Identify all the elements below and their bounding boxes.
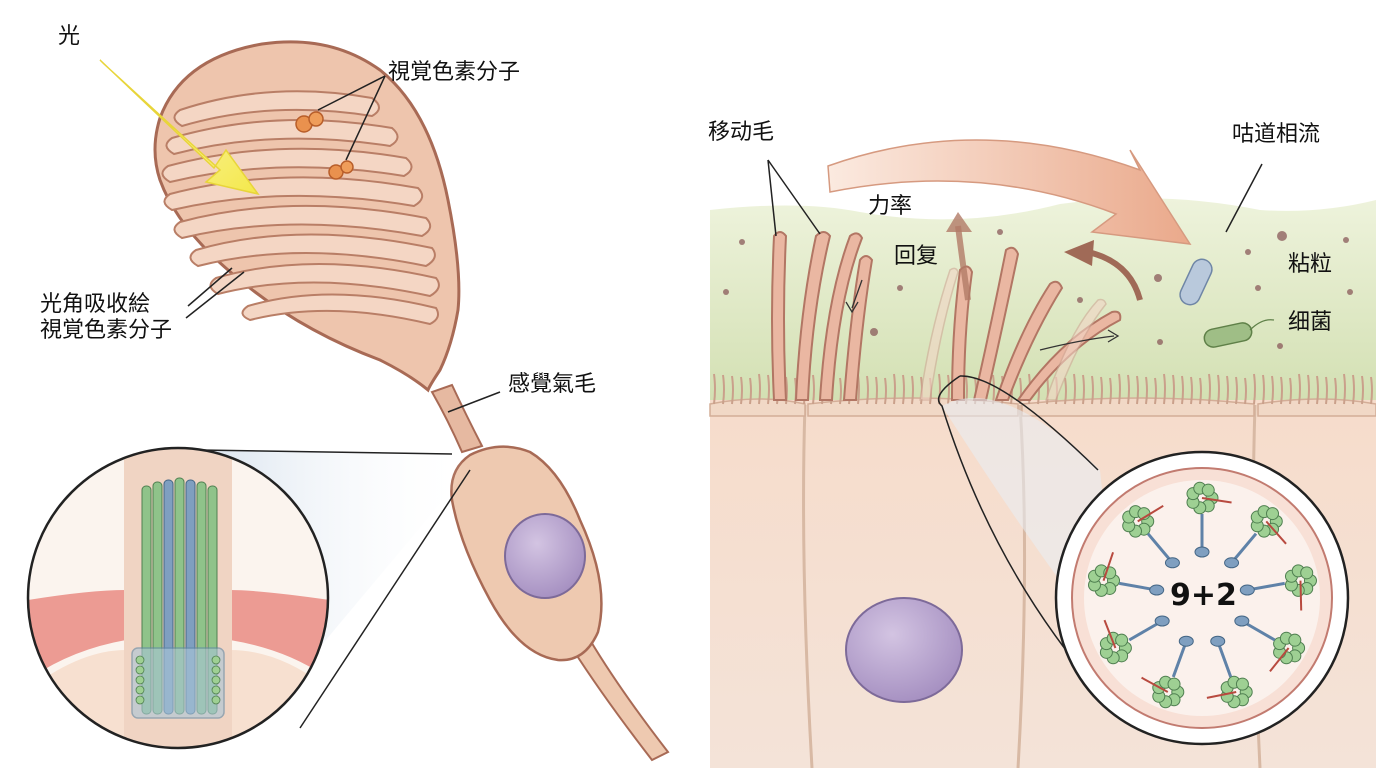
leader-lines-right xyxy=(767,159,1263,237)
bacterium xyxy=(1179,258,1213,306)
bacteria-label: 细菌 xyxy=(1288,310,1333,335)
photoreceptor-cell xyxy=(153,40,670,762)
motile-cilia-label: 移动毛 xyxy=(708,120,775,145)
leader-lines-left xyxy=(185,75,501,413)
mucus-particles xyxy=(723,229,1353,349)
cilium-zoom-circle xyxy=(26,446,330,750)
radial-spokes xyxy=(1119,514,1285,678)
power-stroke-label: 力率 xyxy=(868,194,913,219)
light-label: 光 xyxy=(58,24,81,49)
axoneme-label: 9+2 xyxy=(1170,578,1237,613)
visual-pigment-label: 視覚色素分子 xyxy=(388,60,521,85)
microtubule-doublets xyxy=(1088,481,1317,709)
axoneme-cross-section xyxy=(1054,450,1350,746)
disc-pigment-label: 光角吸收絵 視覚色素分子 xyxy=(40,292,173,344)
bacterium xyxy=(1203,319,1275,348)
motile-cilia xyxy=(771,231,1122,401)
particles-label: 粘粒 xyxy=(1288,252,1333,277)
light-arrow xyxy=(99,59,260,196)
nucleus xyxy=(504,513,586,599)
pigment-molecule xyxy=(328,160,354,180)
mucus-flow-arrow xyxy=(827,139,1192,245)
pigment-molecule xyxy=(295,111,324,133)
nucleus xyxy=(845,597,963,703)
recovery-stroke-label: 回复 xyxy=(894,244,939,269)
mucus-flow-label: 咕道相流 xyxy=(1232,122,1321,147)
membrane-discs xyxy=(161,90,440,326)
sensory-cilium-label: 感覺氣毛 xyxy=(508,372,597,397)
